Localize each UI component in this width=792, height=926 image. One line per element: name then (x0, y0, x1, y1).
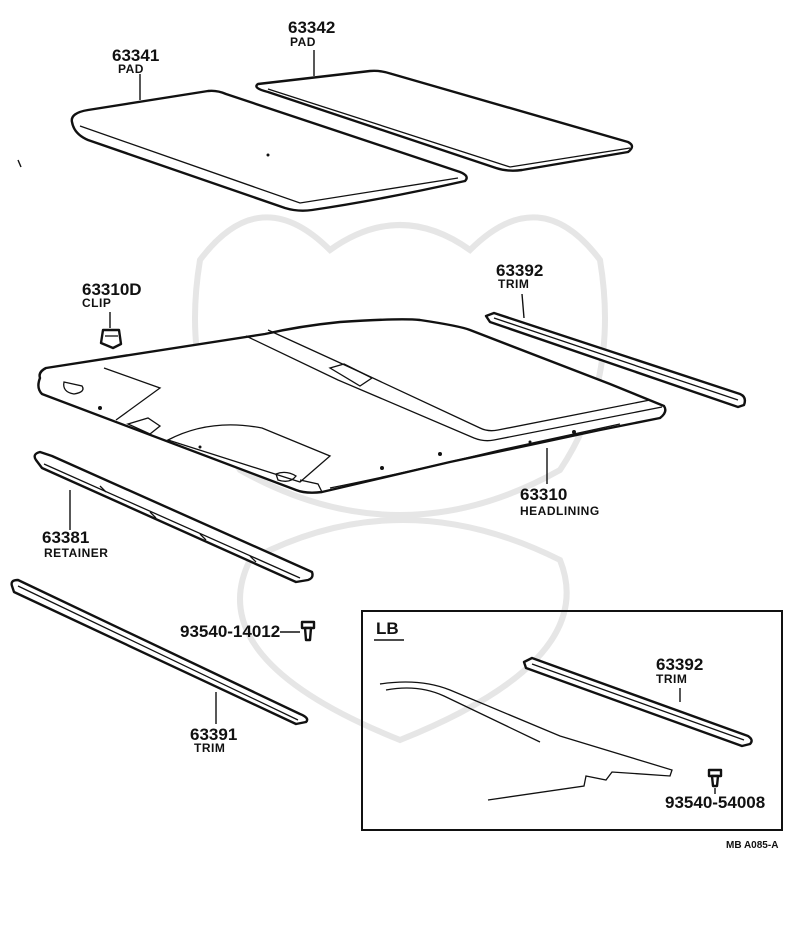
inset-trim-name: TRIM (656, 672, 687, 686)
pad-rear-name: PAD (290, 35, 316, 49)
trim-side-name: TRIM (498, 277, 529, 291)
trim-front (10, 578, 309, 726)
trim-front-number: 63391 (190, 725, 237, 744)
inset-screw-number: 93540-54008 (665, 793, 765, 812)
screw-front (280, 620, 316, 642)
inset-lb: LB 63392 TRIM 93540-54008 (361, 610, 783, 831)
pad-front (70, 89, 468, 212)
trim-front-name: TRIM (194, 741, 225, 755)
clip-name: CLIP (82, 296, 111, 310)
diagram-code: MB A085-A (726, 840, 778, 851)
headlining-name: HEADLINING (520, 504, 600, 518)
headlining-number: 63310 (520, 485, 567, 504)
headlining (37, 318, 667, 494)
clip-number: 63310D (82, 280, 142, 299)
pad-rear-number: 63342 (288, 18, 335, 37)
clip (99, 312, 123, 350)
trim-side (484, 293, 747, 409)
retainer (33, 450, 314, 584)
retainer-name: RETAINER (44, 546, 108, 560)
pad-front-name: PAD (118, 62, 144, 76)
pad-front-number: 63341 (112, 46, 159, 65)
inset-title: LB (376, 619, 399, 638)
screw-front-number: 93540-14012 (180, 622, 280, 641)
trim-side-number: 63392 (496, 261, 543, 280)
pad-rear (255, 69, 634, 172)
inset-trim-number: 63392 (656, 655, 703, 674)
retainer-number: 63381 (42, 528, 89, 547)
